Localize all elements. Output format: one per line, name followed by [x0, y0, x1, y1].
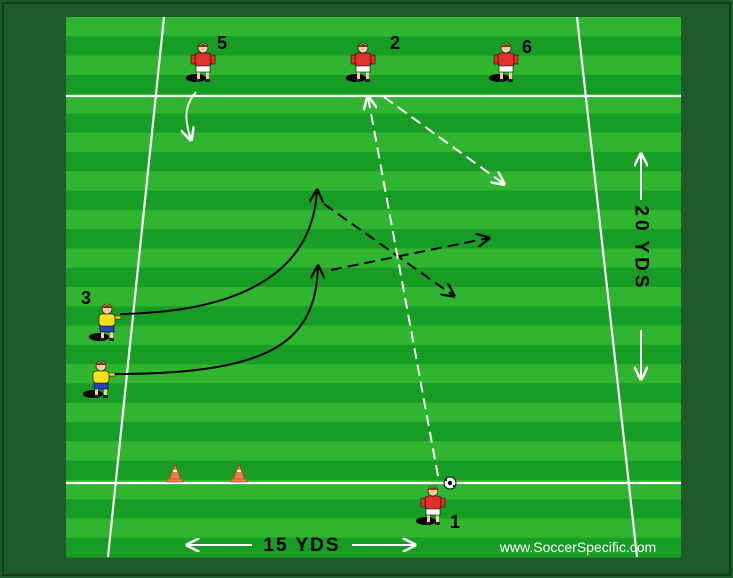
grass-stripe [66, 248, 681, 268]
grass-stripe [66, 133, 681, 153]
width-label-20: 20 [631, 205, 652, 234]
grass-stripe [66, 152, 681, 172]
player-label-1: 1 [450, 512, 460, 532]
width-label-yds: YDS [631, 240, 652, 291]
grass-stripe [66, 518, 681, 538]
grass-stripe [66, 345, 681, 365]
grass-stripe [66, 191, 681, 211]
grass-stripe [66, 403, 681, 423]
player-label-3: 3 [81, 288, 91, 308]
grass-stripe [66, 499, 681, 519]
grass-stripe [66, 94, 681, 114]
player-label-6: 6 [522, 37, 532, 57]
player-label-2: 2 [390, 33, 400, 53]
player-label-5: 5 [217, 33, 227, 53]
grass-stripe [66, 287, 681, 307]
grass-stripe [66, 383, 681, 403]
grass-stripe [66, 306, 681, 326]
grass-stripe [66, 364, 681, 384]
grass-stripe [66, 441, 681, 461]
grass-stripe [66, 171, 681, 191]
grass-stripe [66, 36, 681, 56]
grass-stripe [66, 17, 681, 37]
pitch [66, 17, 681, 558]
grass-stripe [66, 461, 681, 481]
watermark: www.SoccerSpecific.com [499, 539, 656, 555]
grass-stripe [66, 210, 681, 230]
grass-stripe [66, 326, 681, 346]
grass-stripe [66, 268, 681, 288]
length-label: 15 YDS [263, 535, 340, 556]
soccer-ball-icon [444, 477, 456, 489]
grass-stripe [66, 422, 681, 442]
